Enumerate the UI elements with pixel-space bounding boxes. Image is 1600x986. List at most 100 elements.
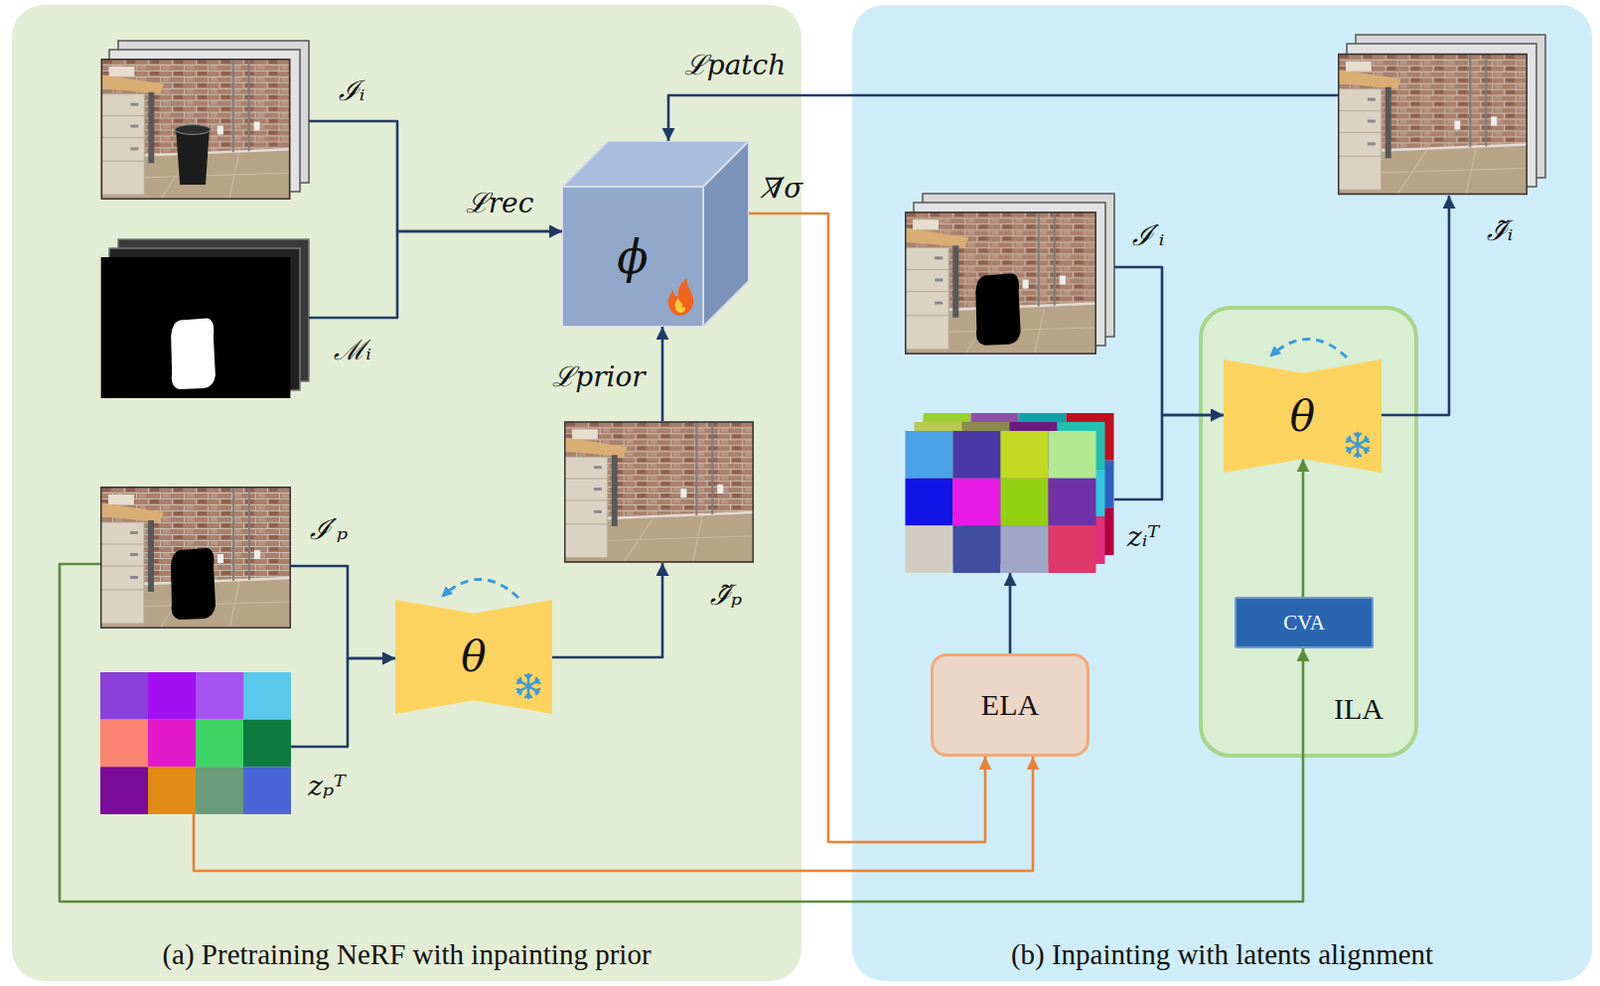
text-holder: CVA [1236, 598, 1372, 647]
frozen-loop-arrow [442, 579, 519, 598]
path-shape [703, 141, 749, 327]
image-stack-art [101, 40, 309, 200]
loss-label: ∇̸σ [764, 171, 804, 205]
text-holder: ∇̸σ [764, 171, 804, 205]
masked-image-art [100, 486, 291, 629]
use-shape [904, 211, 1097, 355]
node-label: ILA [1333, 692, 1384, 726]
path-shape [668, 278, 694, 316]
node-label: ELA [981, 688, 1039, 723]
use-shape [905, 431, 1097, 574]
panel-b: (b) Inpainting with latents alignment ℐ̃ᵢ… [852, 4, 1593, 982]
connector [290, 658, 396, 747]
math-label: ℐᵢ [338, 74, 366, 108]
panel-grounds [11, 4, 1593, 982]
math-label: ℐ̃ᵢ [1486, 214, 1514, 248]
ila-box: ILA θCVA [1198, 305, 1419, 758]
node-label: CVA [1283, 610, 1325, 636]
fire-icon [668, 278, 694, 316]
text-holder: ℐ′ᵢ [1132, 215, 1165, 254]
connector [308, 231, 563, 318]
math-label: zₚᵀ [307, 769, 346, 803]
text-holder: ILA [1333, 692, 1384, 727]
rect-shape [852, 4, 1593, 982]
text-holder: zₚᵀ [307, 769, 346, 803]
latent-stack-art [905, 413, 1115, 574]
math-label: ℐ′ₚ [309, 513, 349, 547]
use-shape [101, 257, 291, 399]
prior-image-art [564, 421, 754, 563]
node-label: θ [460, 632, 486, 682]
connector [1381, 195, 1450, 416]
frozen-loop-arrow [1271, 338, 1347, 358]
rect-shape [11, 4, 802, 982]
text-holder: θ [1223, 359, 1382, 473]
mask-stack-art [101, 239, 309, 399]
snowflake-icon [1346, 433, 1369, 457]
text-holder: (a) Pretraining NeRF with inpainting pri… [11, 938, 802, 972]
connector [1009, 573, 1013, 654]
decoder-shape: θ [395, 599, 553, 715]
text-holder: ℐ′ₚ [309, 509, 349, 548]
connector [193, 756, 1033, 872]
text-holder: ℐ̃ₚ [710, 575, 742, 613]
decoder-shape: θ [1223, 359, 1382, 473]
text-holder: ℒprior [552, 356, 646, 395]
math-label: ℐ′ᵢ [1132, 219, 1165, 253]
polygon-shape [1223, 359, 1382, 473]
connector [59, 564, 1304, 902]
masked-image: ℐ′ₚ [100, 486, 291, 629]
mask-stack: ℳᵢ [100, 239, 309, 399]
math-label: ℳᵢ [333, 333, 372, 367]
latent-grid: zₚᵀ [100, 672, 291, 815]
connector [552, 563, 663, 658]
node-label: θ [1290, 392, 1315, 441]
output-stack-art [1337, 34, 1546, 195]
math-label: zᵢᵀ [1127, 520, 1160, 554]
output-stack: ℐ̃ᵢ [1337, 34, 1546, 196]
connector [668, 95, 1338, 142]
loss-label: ℒprior [552, 360, 646, 394]
text-holder: ℳᵢ [333, 329, 372, 368]
text-holder: ℒpatch [684, 44, 787, 83]
latent-stack: zᵢᵀ [904, 413, 1115, 574]
ela-box: ELA [930, 653, 1090, 757]
cube-shape [562, 141, 749, 327]
nerf-cube: ϕ [562, 141, 749, 327]
masked-stack-art [904, 193, 1115, 355]
panel-a: (a) Pretraining NeRF with inpainting pri… [11, 4, 802, 982]
math-label: ℐ̃ₚ [710, 579, 742, 612]
rect-shape [1200, 307, 1417, 756]
text-holder: ℐ̃ᵢ [1486, 210, 1514, 249]
text-holder: ℒrec [465, 182, 535, 221]
connector [661, 326, 665, 422]
latent-grid-art [100, 672, 291, 815]
image-stack: ℐᵢ [100, 40, 309, 200]
text-holder: ELA [933, 656, 1087, 754]
node-label: ϕ [616, 230, 648, 285]
connector [1114, 415, 1224, 500]
loss-label: ℒpatch [684, 48, 787, 82]
masked-stack: ℐ′ᵢ [904, 193, 1115, 355]
snowflake-icon [517, 674, 540, 699]
panel-caption: (a) Pretraining NeRF with inpainting pri… [161, 938, 651, 971]
connector [290, 566, 396, 659]
panel-caption: (b) Inpainting with latents alignment [1011, 938, 1434, 971]
text-holder: ϕ [562, 186, 704, 327]
text-holder: θ [395, 599, 553, 715]
text-holder: zᵢᵀ [1127, 520, 1160, 554]
use-shape [1337, 53, 1528, 195]
text-holder: ℐᵢ [338, 70, 366, 109]
path-shape [675, 297, 687, 313]
polygon-shape [395, 599, 553, 715]
connector [1114, 267, 1224, 416]
prior-image: ℐ̃ₚ [564, 421, 754, 564]
loss-label: ℒrec [465, 186, 535, 220]
path-shape [562, 186, 704, 327]
text-holder: (b) Inpainting with latents alignment [852, 938, 1593, 972]
use-shape [101, 58, 291, 200]
